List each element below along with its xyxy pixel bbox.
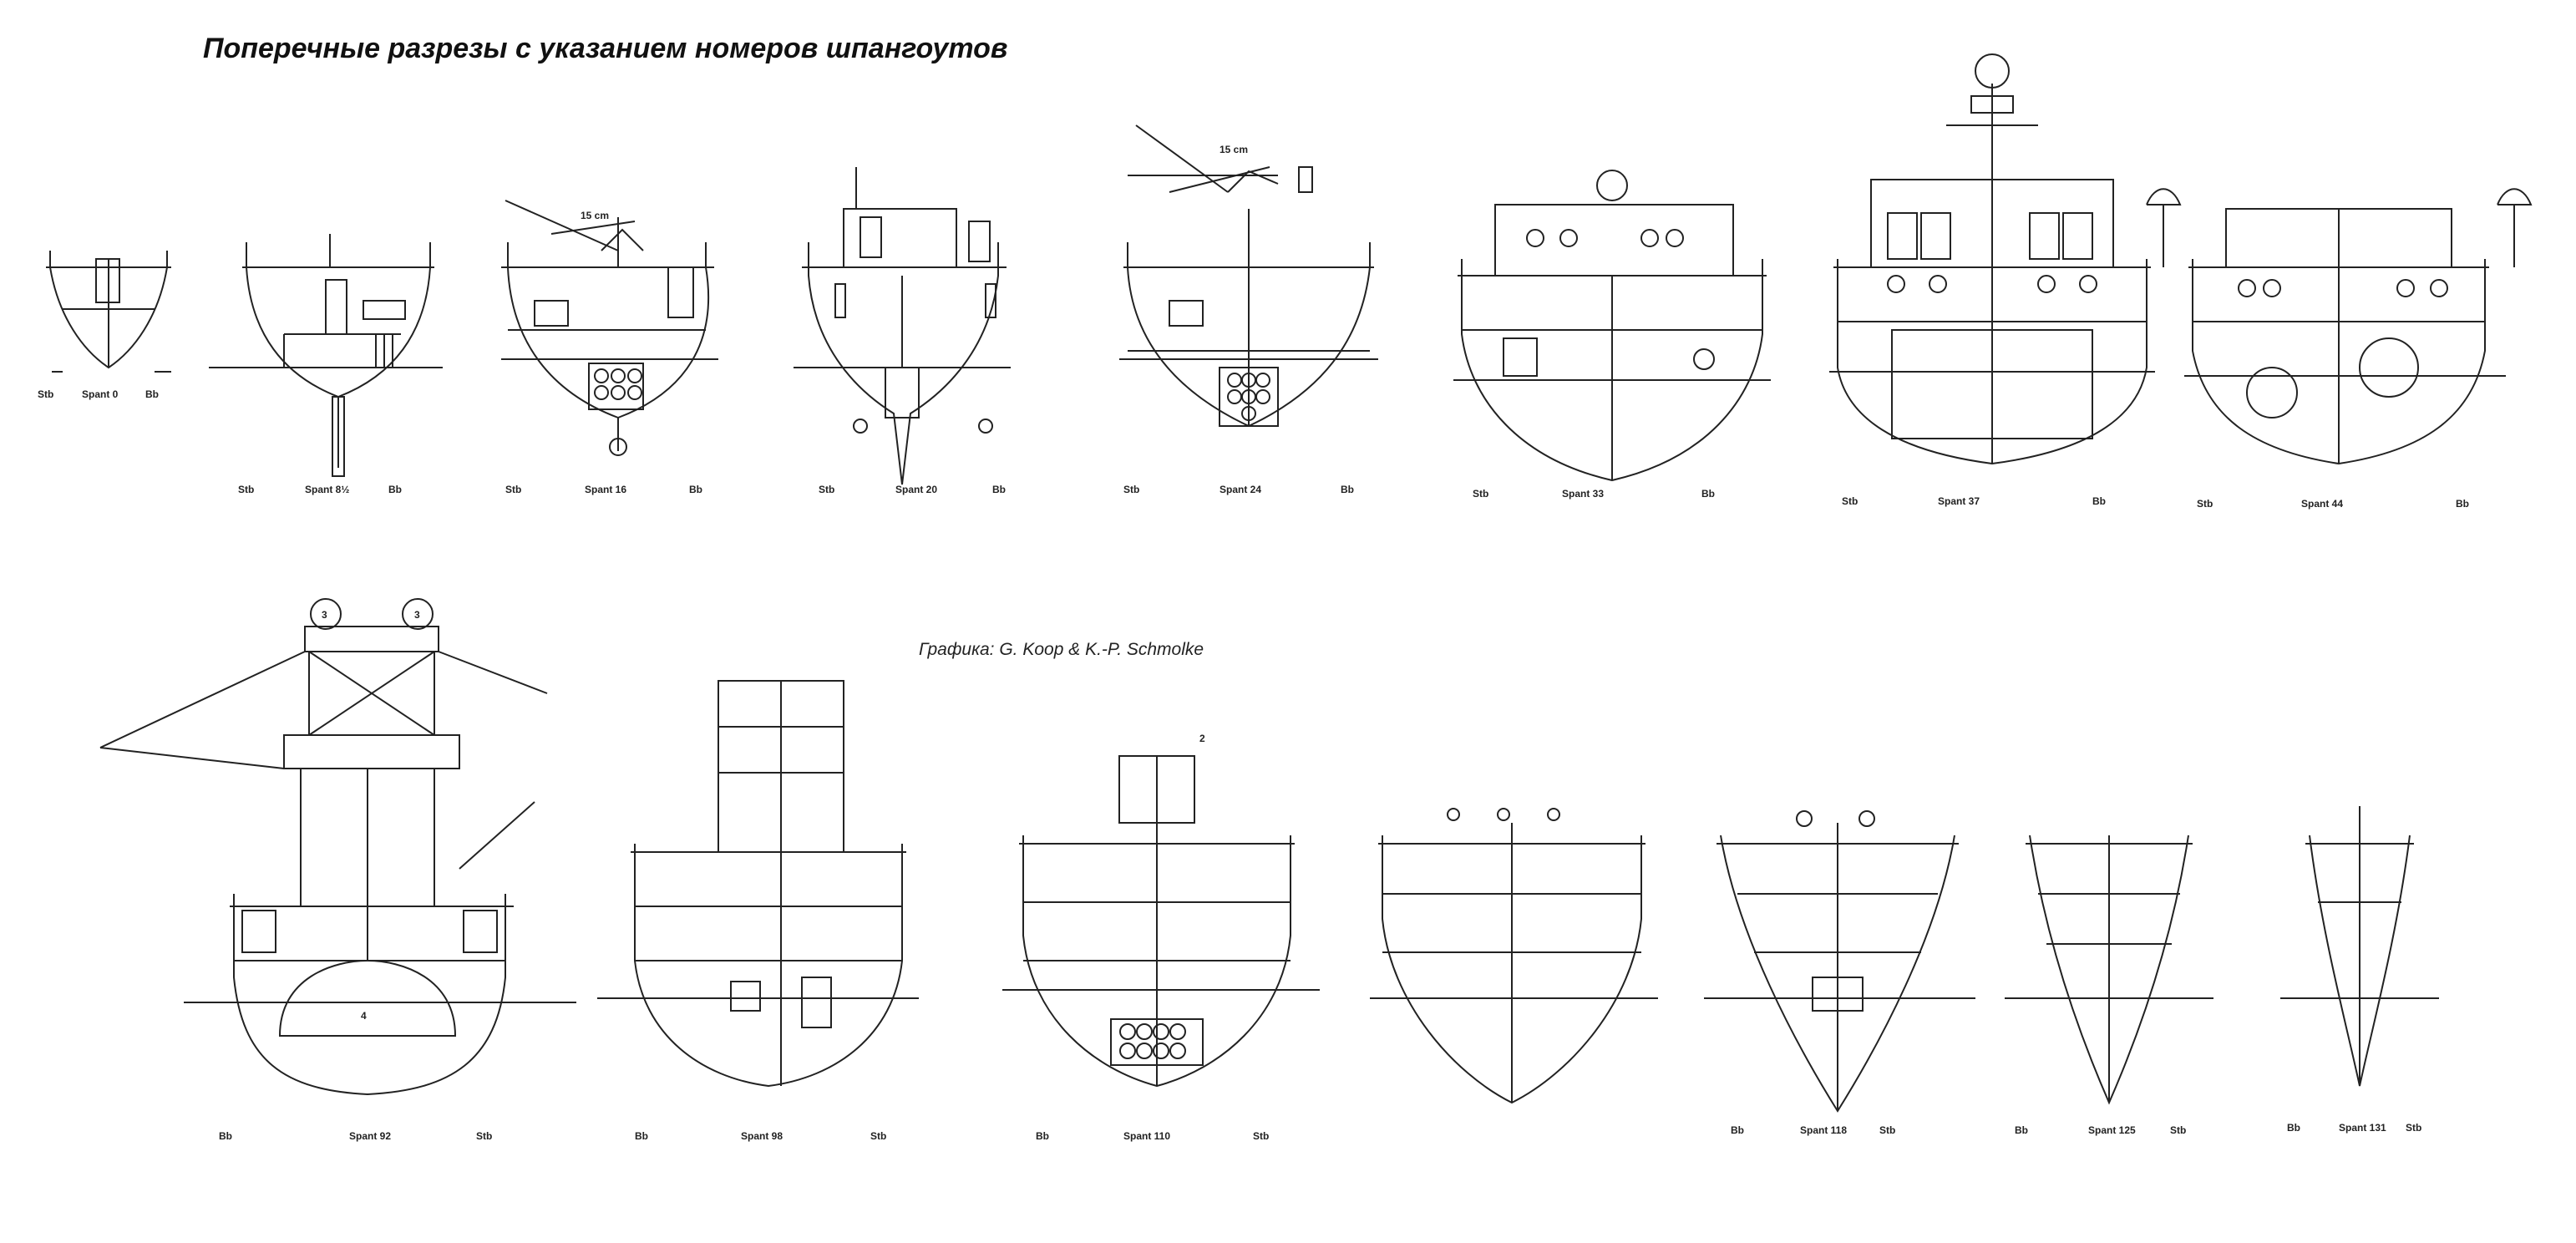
section-label-left: Bb xyxy=(2015,1124,2028,1136)
section-label-left: Stb xyxy=(505,484,521,495)
drawing-credit: Графика: G. Koop & K.-P. Schmolke xyxy=(919,640,1204,659)
frame-number: Spant 33 xyxy=(1562,488,1604,500)
section-label-right: Bb xyxy=(145,388,159,400)
section-label-left: Stb xyxy=(2197,498,2213,510)
section-spant-118 xyxy=(1716,810,1959,1113)
section-label-left: Stb xyxy=(1473,488,1488,500)
section-label-left: Stb xyxy=(819,484,834,495)
section-label-right: Bb xyxy=(2092,495,2106,507)
section-label-left: Bb xyxy=(1036,1130,1049,1142)
section-label-right: Stb xyxy=(2406,1122,2421,1134)
section-label-left: Stb xyxy=(1842,495,1858,507)
section-label-left: Bb xyxy=(2287,1122,2300,1134)
section-label-right: Bb xyxy=(689,484,702,495)
section-label-right: Bb xyxy=(1701,488,1715,500)
section-unlabeled xyxy=(1378,808,1645,1104)
section-label-right: Stb xyxy=(1253,1130,1269,1142)
section-spant-98 xyxy=(631,680,906,1088)
section-spant-0 xyxy=(46,251,171,373)
section-label-right: Bb xyxy=(388,484,402,495)
section-label-right: Bb xyxy=(992,484,1006,495)
section-label-left: Stb xyxy=(238,484,254,495)
waterlines xyxy=(184,358,2506,1003)
section-spant-33 xyxy=(1458,170,1767,482)
frame-number: Spant 44 xyxy=(2301,498,2343,510)
frame-number: Spant 131 xyxy=(2339,1122,2386,1134)
frame-number: Spant 37 xyxy=(1938,495,1980,507)
section-spant-125 xyxy=(2026,835,2193,1105)
section-label-left: Stb xyxy=(38,388,53,400)
callout-number: 2 xyxy=(1199,733,1205,744)
section-spant-92 xyxy=(99,598,548,1096)
section-spant-8-5 xyxy=(242,234,434,477)
section-spant-110 xyxy=(1019,755,1295,1088)
section-label-right: Stb xyxy=(1879,1124,1895,1136)
page-title: Поперечные разрезы с указанием номеров ш… xyxy=(203,33,1007,64)
callout-number: 3 xyxy=(414,609,420,621)
frame-number: Spant 125 xyxy=(2088,1124,2136,1136)
frame-number: Spant 24 xyxy=(1220,484,1261,495)
frame-number: Spant 118 xyxy=(1800,1124,1847,1136)
callout-number: 4 xyxy=(361,1010,367,1022)
section-label-left: Bb xyxy=(1731,1124,1744,1136)
frame-number: Spant 98 xyxy=(741,1130,783,1142)
gun-calibre-label: 15 cm xyxy=(1220,144,1248,155)
frame-number: Spant 0 xyxy=(82,388,119,400)
gun-calibre-label: 15 cm xyxy=(581,210,609,221)
section-label-right: Stb xyxy=(2170,1124,2186,1136)
frame-number: Spant 110 xyxy=(1123,1130,1170,1142)
section-label-right: Bb xyxy=(2456,498,2469,510)
section-label-right: Stb xyxy=(870,1130,886,1142)
frame-number: Spant 20 xyxy=(895,484,937,495)
section-label-right: Stb xyxy=(476,1130,492,1142)
section-spant-20 xyxy=(802,167,1007,485)
callout-number: 3 xyxy=(322,609,327,621)
section-spant-37 xyxy=(1833,53,2151,465)
section-label-left: Stb xyxy=(1123,484,1139,495)
frame-number: Spant 16 xyxy=(585,484,626,495)
section-spant-131 xyxy=(2305,806,2414,1087)
section-spant-44 xyxy=(2146,188,2533,465)
section-label-left: Bb xyxy=(635,1130,648,1142)
section-spant-16 xyxy=(501,200,714,456)
frame-number: Spant 92 xyxy=(349,1130,391,1142)
section-label-right: Bb xyxy=(1341,484,1354,495)
section-spant-24 xyxy=(1123,124,1374,428)
section-label-left: Bb xyxy=(219,1130,232,1142)
frame-number: Spant 8½ xyxy=(305,484,349,495)
